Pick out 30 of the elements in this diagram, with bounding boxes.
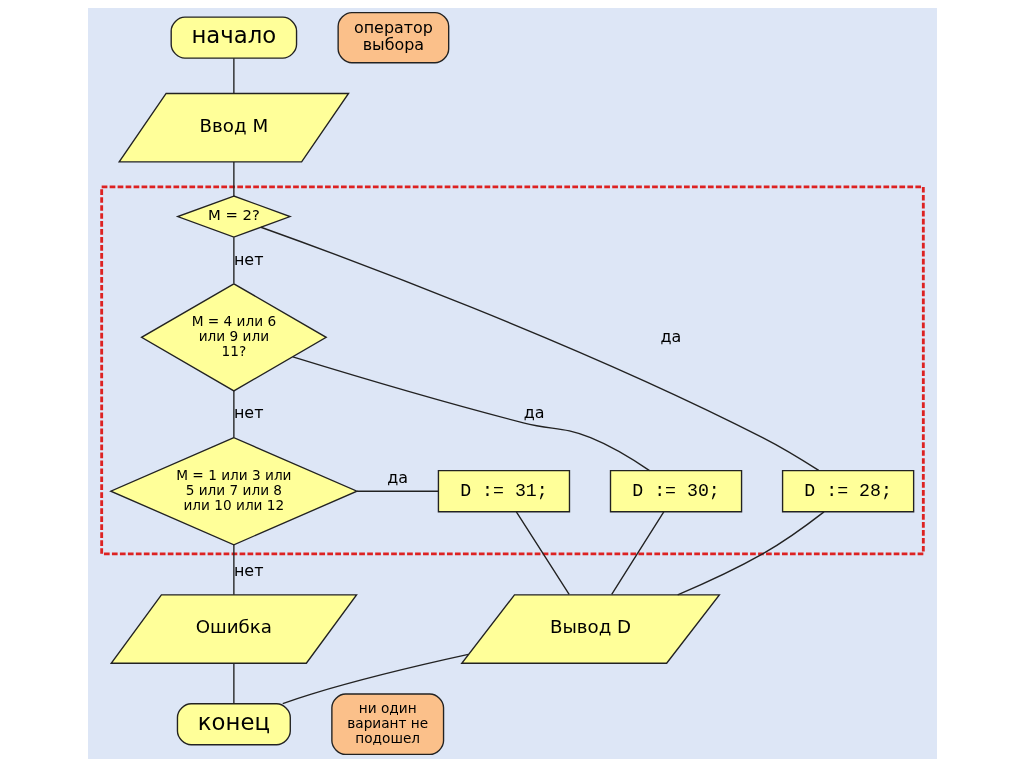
- edge-label: нет: [233, 249, 263, 269]
- edge-label: да: [386, 468, 408, 488]
- node-box: D := 30;: [609, 470, 742, 513]
- cluster: [99, 185, 925, 556]
- node-box: D := 28;: [781, 470, 914, 513]
- connector: [515, 511, 570, 596]
- node-diamond: M = 4 или 6 или 9 или 11?: [139, 283, 328, 392]
- connector: [355, 490, 439, 492]
- connector: [676, 511, 825, 596]
- connector: [232, 57, 235, 94]
- connector: [281, 653, 469, 705]
- node-box: D := 31;: [437, 470, 570, 513]
- connector: [291, 356, 650, 472]
- connector: [232, 663, 235, 705]
- node-box: ни один вариант не подошел: [330, 693, 444, 756]
- node-diamond: M = 1 или 3 или 5 или 7 или 8 или 10 или 12: [108, 436, 359, 546]
- edge-label: нет: [233, 403, 263, 423]
- node-box: начало: [170, 16, 297, 59]
- edge-label: да: [523, 403, 545, 423]
- connector: [610, 511, 664, 596]
- node-box: оператор выбора: [336, 11, 449, 64]
- connector: [232, 236, 235, 285]
- edge-label: нет: [233, 560, 263, 580]
- edge-label: да: [660, 326, 681, 346]
- connector: [259, 226, 819, 472]
- node-diamond: M = 2?: [175, 195, 292, 238]
- connector: [232, 161, 235, 197]
- connector: [232, 544, 235, 596]
- connector: [232, 390, 235, 439]
- node-box: конец: [176, 703, 291, 746]
